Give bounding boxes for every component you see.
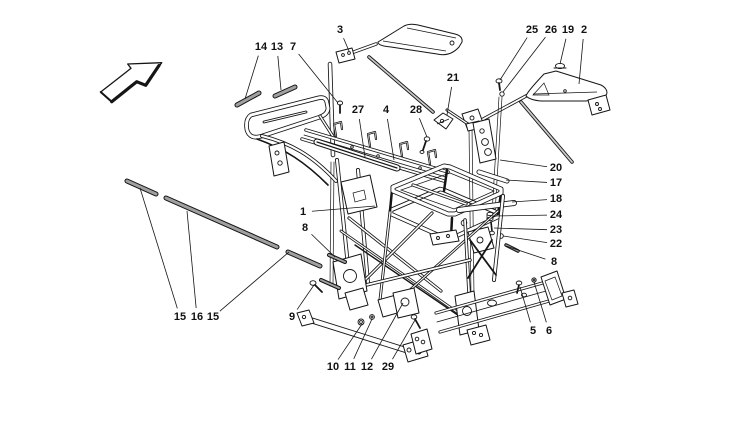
callout-label-13-1: 13 (271, 41, 283, 53)
callout-label-25-4: 25 (526, 24, 538, 36)
leader-line (511, 199, 548, 203)
leader-line (358, 118, 366, 158)
callout-label-17-13: 17 (550, 177, 562, 189)
leader-line (499, 37, 528, 81)
callout-label-21-8: 21 (447, 72, 459, 84)
callout-label-5-29: 5 (530, 325, 536, 337)
leader-line (502, 235, 548, 244)
callout-label-23-16: 23 (550, 224, 562, 236)
leader-line (559, 38, 567, 65)
callout-label-10-25: 10 (327, 361, 339, 373)
leader-line (493, 227, 548, 231)
leader-line (298, 53, 339, 104)
leader-line (337, 323, 363, 360)
callout-label-11-26: 11 (344, 361, 356, 373)
callout-label-2-7: 2 (581, 24, 587, 36)
callout-label-6-30: 6 (546, 325, 552, 337)
leader-line (353, 318, 373, 359)
callout-label-14-0: 14 (255, 41, 268, 53)
leader-line (387, 118, 395, 161)
leader-line (311, 205, 376, 212)
leader-line (139, 187, 178, 309)
callout-label-7-2: 7 (290, 41, 296, 53)
callout-label-9-24: 9 (289, 311, 295, 323)
leader-line (186, 210, 197, 309)
leader-line (343, 38, 350, 52)
callout-label-20-12: 20 (550, 162, 562, 174)
leader-line (502, 36, 546, 93)
leader-line (392, 319, 416, 360)
leader-line (491, 214, 548, 217)
leader-line (277, 55, 282, 91)
callout-label-12-27: 12 (361, 361, 373, 373)
leader-line (505, 179, 548, 183)
leader-line (519, 286, 531, 323)
callout-label-15-21: 15 (174, 311, 186, 323)
leader-line (296, 284, 315, 310)
leader-line (219, 251, 290, 312)
callout-label-28-11: 28 (410, 104, 422, 116)
callout-label-4-10: 4 (383, 104, 390, 116)
callout-label-15-23: 15 (207, 311, 219, 323)
leader-line (533, 281, 547, 323)
leader-line (499, 159, 548, 168)
callout-label-3-3: 3 (337, 24, 343, 36)
callout-label-19-6: 19 (562, 24, 574, 36)
callout-label-24-15: 24 (550, 209, 563, 221)
callout-label-27-9: 27 (352, 104, 364, 116)
leader-line (578, 38, 584, 85)
leader-line (244, 55, 259, 100)
direction-arrow (99, 62, 163, 104)
callout-label-26-5: 26 (545, 24, 557, 36)
frame-illustration (124, 23, 611, 363)
callout-label-16-22: 16 (191, 311, 203, 323)
leader-line (446, 86, 452, 116)
callout-label-8-18: 8 (551, 256, 557, 268)
callout-label-22-17: 22 (550, 238, 562, 250)
leader-line (419, 118, 428, 138)
leader-line (371, 302, 404, 360)
leader-line (505, 245, 546, 260)
callout-label-1-19: 1 (300, 206, 306, 218)
callout-label-18-14: 18 (550, 193, 562, 205)
callout-label-8-20: 8 (302, 222, 308, 234)
leader-line (311, 233, 336, 258)
callout-label-29-28: 29 (382, 361, 394, 373)
